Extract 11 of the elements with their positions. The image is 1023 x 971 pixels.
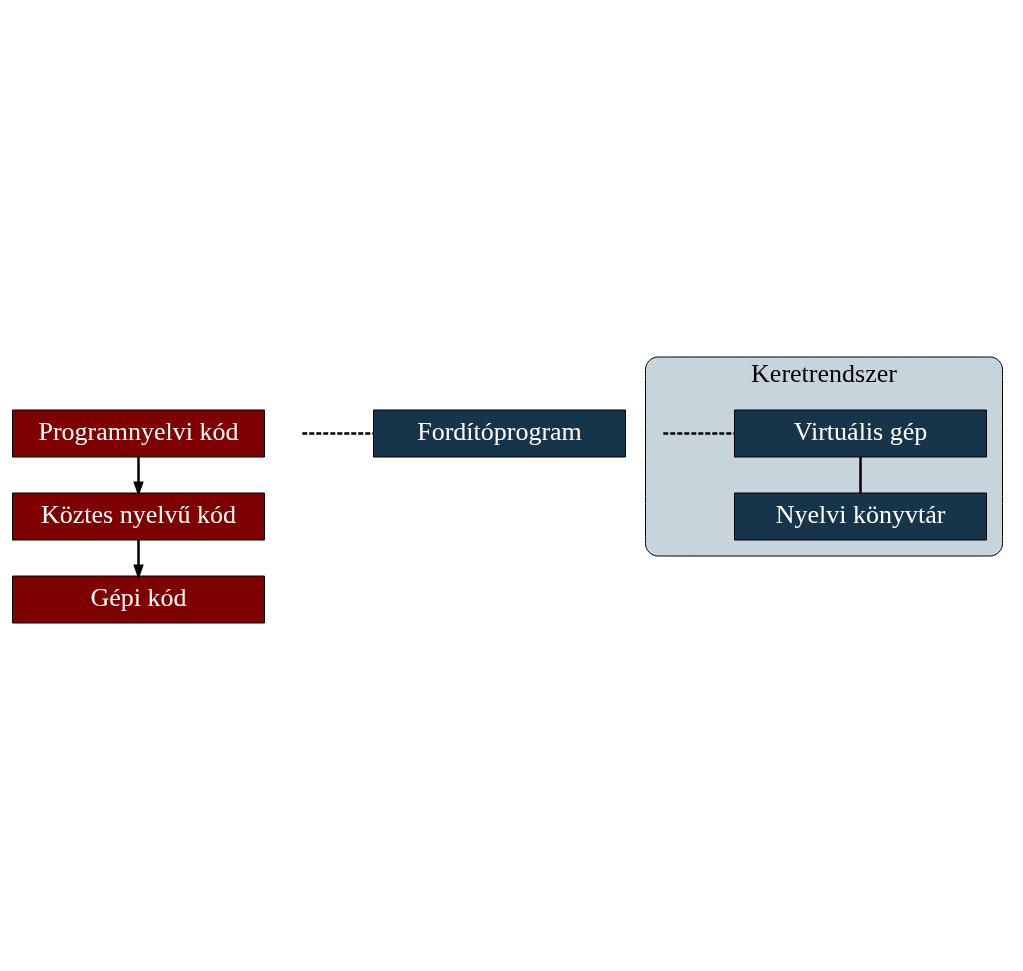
node-box: Programnyelvi kód bbox=[12, 409, 265, 457]
node-box: Gépi kód bbox=[12, 575, 265, 623]
node-box: Köztes nyelvű kód bbox=[12, 492, 265, 540]
connector bbox=[302, 431, 374, 435]
arrow bbox=[133, 456, 144, 497]
connector bbox=[663, 431, 735, 435]
arrow bbox=[133, 539, 144, 580]
node-box: Virtuális gép bbox=[734, 409, 987, 457]
node-box: Nyelvi könyvtár bbox=[734, 492, 987, 540]
node-box: Fordítóprogram bbox=[373, 409, 626, 457]
connector bbox=[859, 456, 862, 493]
